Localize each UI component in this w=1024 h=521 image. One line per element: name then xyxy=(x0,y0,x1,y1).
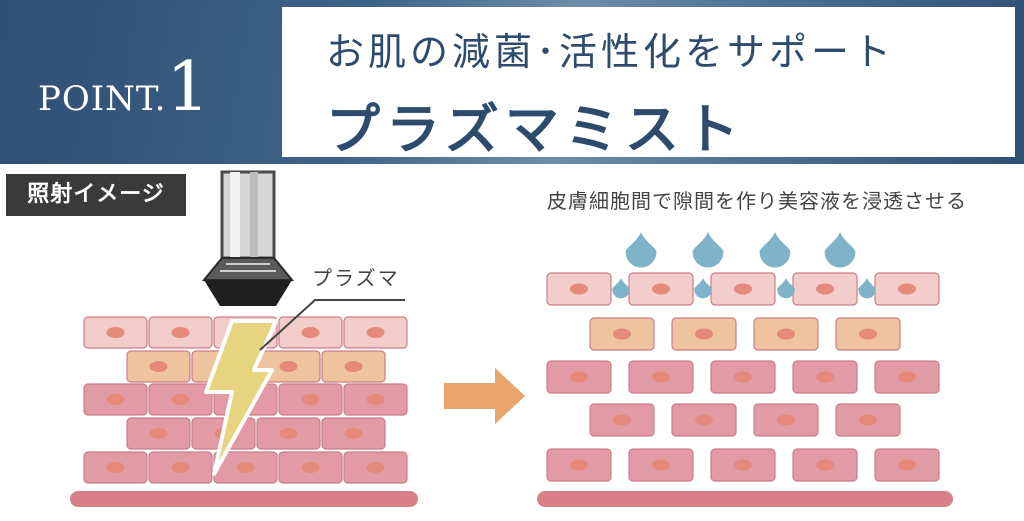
droplet-icon xyxy=(625,232,657,268)
main-title: プラズマミスト xyxy=(326,97,745,161)
droplet-icon xyxy=(759,232,791,268)
cell-nucleus xyxy=(777,414,795,426)
cell-nucleus xyxy=(859,328,877,340)
cell-nucleus xyxy=(816,371,834,383)
cell-nucleus xyxy=(106,327,125,338)
cell-nucleus xyxy=(171,462,190,473)
cell-nucleus xyxy=(171,327,190,338)
serum-droplets xyxy=(612,232,876,299)
droplet-icon xyxy=(824,232,856,268)
cell-nucleus xyxy=(279,428,298,439)
cell-nucleus xyxy=(366,327,385,338)
cell-nucleus xyxy=(301,462,320,473)
cell-nucleus xyxy=(734,371,752,383)
cell-nucleus xyxy=(816,283,834,295)
left-base-membrane xyxy=(70,491,418,507)
cell-nucleus xyxy=(301,327,320,338)
cell-nucleus xyxy=(652,459,670,471)
cell-nucleus xyxy=(652,371,670,383)
plasma-leader-line xyxy=(259,299,405,351)
cell-nucleus xyxy=(734,283,752,295)
cell-nucleus xyxy=(898,459,916,471)
point-prefix: POINT. xyxy=(38,79,167,119)
cell-nucleus xyxy=(149,361,168,372)
plasma-label: プラズマ xyxy=(312,266,400,290)
cell-nucleus xyxy=(859,414,877,426)
cell-nucleus xyxy=(279,361,298,372)
cell-nucleus xyxy=(898,283,916,295)
cell-nucleus xyxy=(149,428,168,439)
point-number: 1 xyxy=(166,48,210,127)
cell-nucleus xyxy=(106,394,125,405)
cell-nucleus xyxy=(734,459,752,471)
cell-nucleus xyxy=(613,328,631,340)
cell-nucleus xyxy=(898,371,916,383)
cell-nucleus xyxy=(236,462,255,473)
cell-nucleus xyxy=(301,394,320,405)
irradiation-image-badge: 照射イメージ xyxy=(6,174,186,216)
droplet-icon xyxy=(777,278,795,299)
point-label: POINT.1 xyxy=(38,48,210,127)
plasma-device-icon xyxy=(201,170,295,306)
cell-nucleus xyxy=(816,459,834,471)
cell-nucleus xyxy=(366,462,385,473)
cell-nucleus xyxy=(777,328,795,340)
droplet-icon xyxy=(858,278,876,299)
cell-nucleus xyxy=(652,283,670,295)
right-base-membrane xyxy=(537,491,953,507)
arrow-right-icon xyxy=(444,368,525,424)
cell-nucleus xyxy=(106,462,125,473)
cell-nucleus xyxy=(570,371,588,383)
right-caption: 皮膚細胞間で隙間を作り美容液を浸透させる xyxy=(547,189,967,213)
title-box: お肌の減菌･活性化をサポート プラズマミスト xyxy=(282,7,1015,161)
cell-nucleus xyxy=(613,414,631,426)
droplet-icon xyxy=(612,278,630,299)
cell-nucleus xyxy=(171,394,190,405)
header-banner: POINT.1 お肌の減菌･活性化をサポート プラズマミスト xyxy=(0,0,1024,164)
droplet-icon xyxy=(694,278,712,299)
cell-nucleus xyxy=(695,328,713,340)
cell-nucleus xyxy=(344,361,363,372)
cell-nucleus xyxy=(344,428,363,439)
subtitle: お肌の減菌･活性化をサポート xyxy=(326,30,896,74)
cell-nucleus xyxy=(570,283,588,295)
right-skin-cells xyxy=(546,272,940,482)
lightning-bolt-icon xyxy=(204,319,278,476)
cell-nucleus xyxy=(695,414,713,426)
droplet-icon xyxy=(692,232,724,268)
cell-nucleus xyxy=(366,394,385,405)
cell-nucleus xyxy=(570,459,588,471)
